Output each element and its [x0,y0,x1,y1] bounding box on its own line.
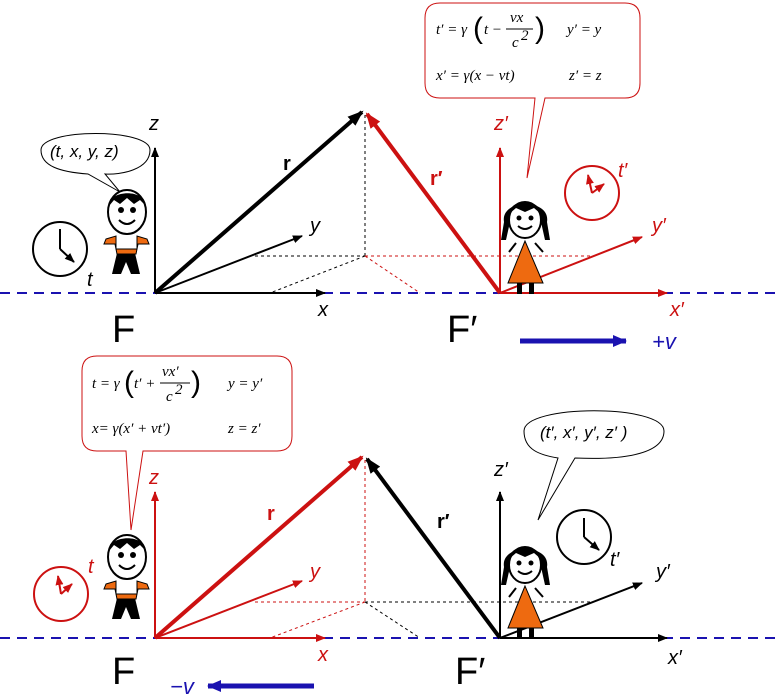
bottom-clock-f-icon [33,566,89,622]
bottom-eq-t-num: vx′ [162,364,179,380]
bottom-rprime-vector [365,457,502,640]
top-girl-figure [501,201,550,294]
top-clock-f-icon [32,221,88,277]
top-tp-label: t′ [618,160,629,182]
bottom-panel: z x y r r′ z′ x′ y′ F F′ −v t [0,355,780,699]
bottom-yp-label: y′ [654,561,671,583]
top-eq-t-den: c [512,35,519,51]
top-panel: z x y r r′ z′ x′ y′ F F′ +v [0,2,780,354]
top-yp-label: y′ [650,215,667,237]
bottom-t-label: t [88,556,95,578]
top-y-label: y [308,215,321,237]
top-eq-t-lhs: t′ = γ [436,22,468,38]
bottom-f-y-axis [154,580,303,639]
bottom-eq-z: z = z′ [227,421,261,437]
top-fp-y-axis [499,236,643,294]
bottom-girl-figure [501,546,550,639]
bottom-boy-figure [103,534,150,619]
top-speech-bubble-f [40,133,151,193]
bottom-eq-t-inner: t′ + [134,376,155,392]
bottom-eq-x: x= γ(x′ + vt′) [91,421,170,437]
top-eq-t-inner: t − [484,22,502,38]
top-z-label: z [148,113,159,135]
bottom-z-label: z [148,467,159,489]
top-r-label: r [283,153,291,175]
top-rprime-label: r′ [430,168,443,190]
bottom-equations: t = γ ( t′ + vx′ c 2 ) y = y′ x= γ(x′ + … [91,364,263,437]
top-r-vector [153,110,364,295]
top-clock-fprime-icon [564,165,620,221]
top-frame-fprime: F′ [447,309,477,351]
bottom-eq-t-den: c [166,389,173,405]
top-eq-paren-close: ) [535,12,545,45]
bottom-eq-t-exp: 2 [175,382,183,398]
top-t-label: t [87,269,94,291]
top-x-label: x [317,299,329,321]
bottom-tp-label: t′ [610,549,621,571]
top-zp-label: z′ [493,113,509,135]
bottom-eq-t-lhs: t = γ [92,376,121,392]
top-equations: t′ = γ ( t − vx c 2 ) y′ = y x′ = γ(x − … [435,10,602,84]
bottom-zp-label: z′ [493,459,509,481]
bottom-speech-coords: (t′, x′, y′, z′ ) [540,423,627,442]
top-eq-t-exp: 2 [521,28,529,44]
top-equation-bubble [424,2,641,179]
bottom-fp-y-axis [499,582,643,639]
top-frame-f: F [112,309,135,351]
bottom-x-label: x [317,644,329,666]
top-eq-paren-open: ( [473,12,483,45]
top-rprime-vector [365,112,502,295]
top-boy-figure [103,189,150,274]
top-eq-t-num: vx [510,10,524,26]
bottom-r-vector [153,455,364,640]
top-f-y-axis [154,235,303,294]
bottom-equation-bubble [81,355,293,531]
top-velocity-label: +v [652,329,678,354]
bottom-eq-paren-open: ( [124,366,134,399]
top-projection-lines [255,115,590,294]
bottom-frame-fprime: F′ [455,651,485,693]
bottom-velocity-label: −v [170,674,196,699]
bottom-frame-f: F [112,651,135,693]
top-speech-coords: (t, x, y, z) [50,142,119,161]
top-eq-x: x′ = γ(x − vt) [435,68,515,84]
bottom-clock-fprime-icon [556,509,612,565]
bottom-r-label: r [267,503,275,525]
bottom-eq-y: y = y′ [226,376,263,392]
top-eq-y: y′ = y [565,22,602,38]
bottom-xp-label: x′ [667,647,683,669]
bottom-y-label: y [308,561,321,583]
bottom-speech-bubble-fprime [523,410,665,521]
top-eq-z: z′ = z [568,68,602,84]
bottom-projection-lines [255,460,590,639]
top-xp-label: x′ [669,299,685,321]
bottom-rprime-label: r′ [437,511,450,533]
bottom-eq-paren-close: ) [191,366,201,399]
